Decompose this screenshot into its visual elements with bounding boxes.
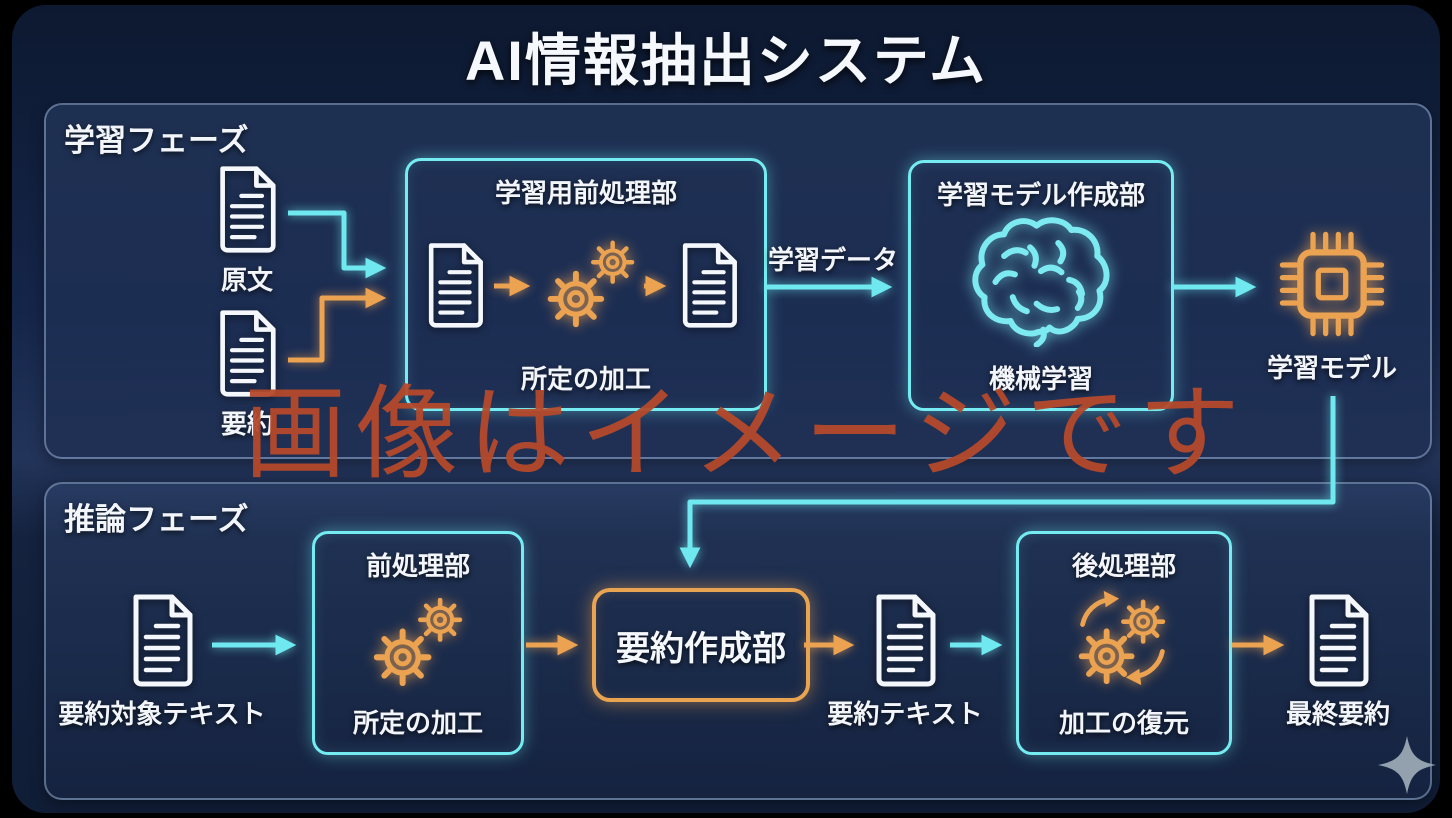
- document-icon: [676, 241, 742, 329]
- learning-preprocess-caption: 所定の加工: [520, 364, 651, 394]
- document-icon: [422, 241, 488, 329]
- summary-document-label: 要約: [220, 409, 273, 439]
- summary-document-node: 要約: [205, 308, 289, 441]
- brain-icon: [967, 217, 1117, 347]
- input-text-node: 要約対象テキスト: [52, 592, 272, 731]
- watermark-text: 画像はイメージです: [244, 375, 1250, 494]
- learning-preprocess-title: 学習用前処理部: [494, 178, 677, 208]
- diagram-title: AI情報抽出システム: [464, 29, 988, 92]
- summary-text-label: 要約テキスト: [827, 699, 983, 729]
- learning-model-label: 学習モデル: [1267, 353, 1398, 383]
- document-icon: [869, 592, 941, 688]
- input-text-label: 要約対象テキスト: [58, 699, 266, 729]
- gears-cycle-icon: [1069, 588, 1175, 688]
- summarizer-label: 要約作成部: [616, 629, 786, 668]
- learning-preprocess-box: 学習用前処理部 所定の加工: [405, 158, 767, 411]
- summary-text-node: 要約テキスト: [815, 592, 995, 731]
- model-builder-caption: 機械学習: [988, 364, 1093, 394]
- document-icon: [1302, 592, 1374, 688]
- postprocess-title: 後処理部: [1071, 551, 1176, 581]
- final-summary-node: 最終要約: [1248, 592, 1428, 731]
- inference-phase-label: 推論フェーズ: [64, 502, 249, 537]
- document-icon: [126, 592, 198, 688]
- document-icon: [213, 164, 281, 254]
- summarizer-box: 要約作成部: [592, 588, 810, 702]
- postprocess-caption: 加工の復元: [1058, 708, 1189, 738]
- inference-preprocess-title: 前処理部: [365, 551, 470, 581]
- chip-icon: [1274, 226, 1390, 342]
- final-summary-label: 最終要約: [1285, 699, 1390, 729]
- inference-preprocess-caption: 所定の加工: [352, 708, 483, 738]
- inference-preprocess-box: 前処理部 所定の加工: [312, 531, 524, 755]
- source-document-node: 原文: [205, 164, 289, 297]
- source-document-label: 原文: [220, 265, 273, 295]
- gears-icon: [542, 233, 640, 331]
- learning-phase-label: 学習フェーズ: [64, 123, 249, 158]
- gears-icon: [368, 590, 468, 690]
- learning-model-node: 学習モデル: [1267, 226, 1398, 385]
- model-builder-title: 学習モデル作成部: [936, 180, 1145, 210]
- postprocess-box: 後処理部 加工の復元: [1016, 531, 1232, 755]
- sparkle-icon: [1376, 734, 1438, 796]
- learning-data-arrow-label: 学習データ: [767, 245, 898, 275]
